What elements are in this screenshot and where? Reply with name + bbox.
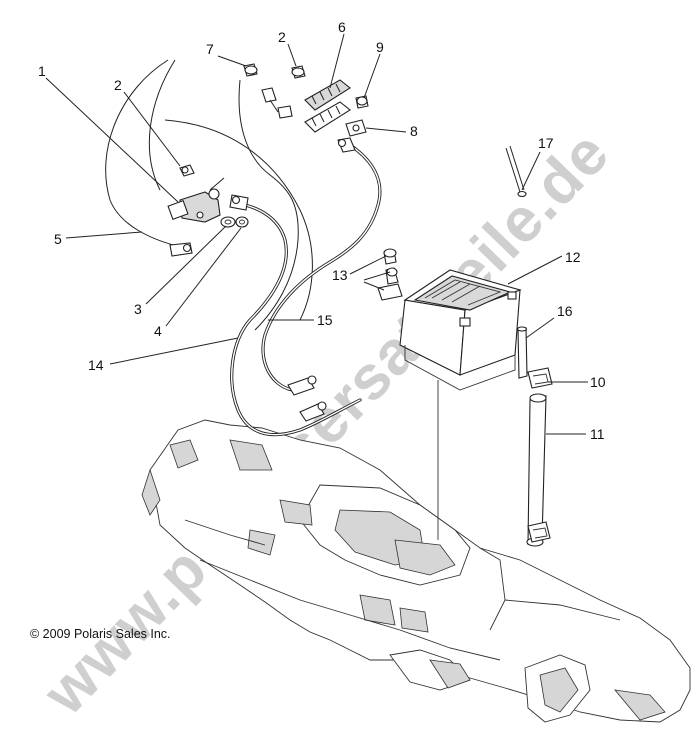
- callout-2-left: 2: [114, 77, 122, 93]
- callout-4: 4: [154, 323, 162, 339]
- fuse-block: [304, 79, 351, 133]
- callout-17: 17: [538, 135, 554, 151]
- callout-9: 9: [376, 39, 384, 55]
- starter-solenoid: [167, 177, 225, 223]
- callout-6: 6: [338, 19, 346, 35]
- callout-8: 8: [410, 123, 418, 139]
- callout-14: 14: [88, 357, 104, 373]
- callout-3: 3: [134, 301, 142, 317]
- callout-2-top: 2: [278, 29, 286, 45]
- callout-7: 7: [206, 41, 214, 57]
- fasteners: [179, 63, 369, 228]
- callout-11: 11: [590, 426, 605, 442]
- hold-down-hardware: [377, 248, 403, 301]
- leader-lines: [45, 33, 588, 435]
- callout-15: 15: [317, 312, 333, 328]
- callout-16: 16: [557, 303, 573, 319]
- strap-and-clips: [526, 367, 553, 547]
- callout-labels: 1 2 2 3 4 5 6 7 8 9 10 11 12 13 14 15 16…: [38, 19, 606, 442]
- vehicle-frame: [141, 419, 691, 723]
- callout-1: 1: [38, 63, 46, 79]
- callout-10: 10: [590, 374, 606, 390]
- callout-12: 12: [565, 249, 581, 265]
- copyright-notice: © 2009 Polaris Sales Inc.: [30, 627, 171, 641]
- battery: [399, 269, 522, 391]
- callout-5: 5: [54, 231, 62, 247]
- callout-13: 13: [332, 267, 348, 283]
- battery-cables: [105, 59, 382, 437]
- vent-tube: [516, 326, 528, 379]
- terminal-probe: [505, 145, 527, 198]
